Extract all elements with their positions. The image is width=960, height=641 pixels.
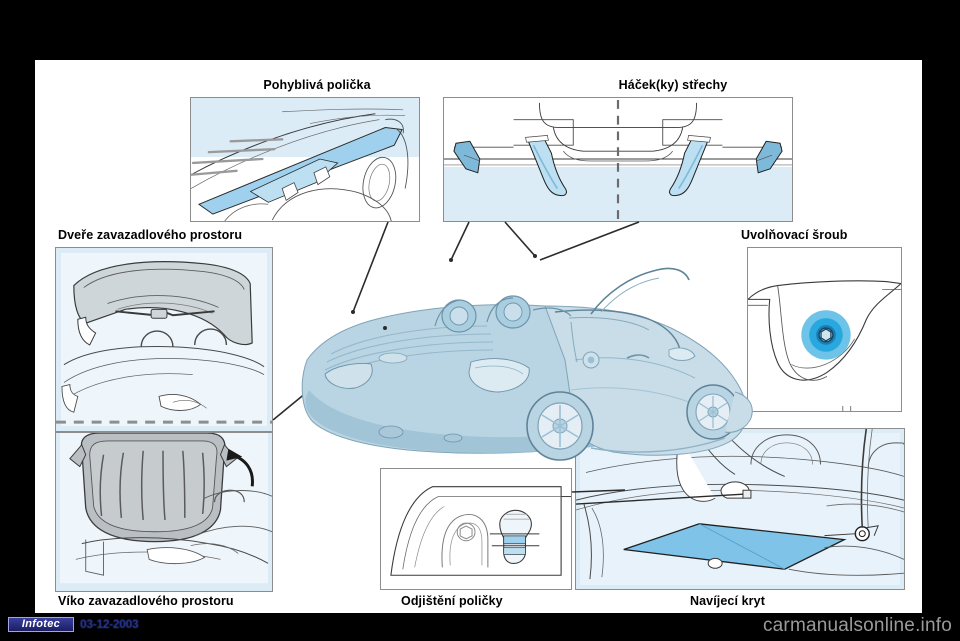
watermark-site: carmanualsonline.info xyxy=(763,615,952,637)
panel-roll-up-cover xyxy=(575,428,905,590)
caption-boot-lid: Víko zavazadlového prostoru xyxy=(58,594,234,608)
footer-bar: Infotec 03-12-2003 carmanualsonline.info xyxy=(0,613,960,641)
caption-movable-shelf: Pohyblivá polička xyxy=(263,78,371,92)
panel-boot-door xyxy=(55,247,273,432)
panel-roof-hooks xyxy=(443,97,793,222)
infotec-logo: Infotec xyxy=(8,617,74,632)
panel-shelf-release xyxy=(380,468,572,590)
panel-boot-lid xyxy=(55,432,273,592)
caption-release-screw: Uvolňovací šroub xyxy=(741,228,848,242)
caption-shelf-release: Odjištění poličky xyxy=(401,594,503,608)
caption-roll-up-cover: Navíjecí kryt xyxy=(690,594,765,608)
watermark-name: carmanualsonline xyxy=(762,615,916,636)
panel-movable-shelf xyxy=(190,97,420,222)
panel-release-screw xyxy=(747,247,902,412)
caption-roof-hooks: Háček(ky) střechy xyxy=(618,78,728,92)
caption-boot-door: Dveře zavazadlového prostoru xyxy=(58,228,243,242)
footer-date: 03-12-2003 xyxy=(80,617,139,631)
watermark-tld: .info xyxy=(915,615,952,636)
manual-page: Pohyblivá polička xyxy=(35,60,922,613)
